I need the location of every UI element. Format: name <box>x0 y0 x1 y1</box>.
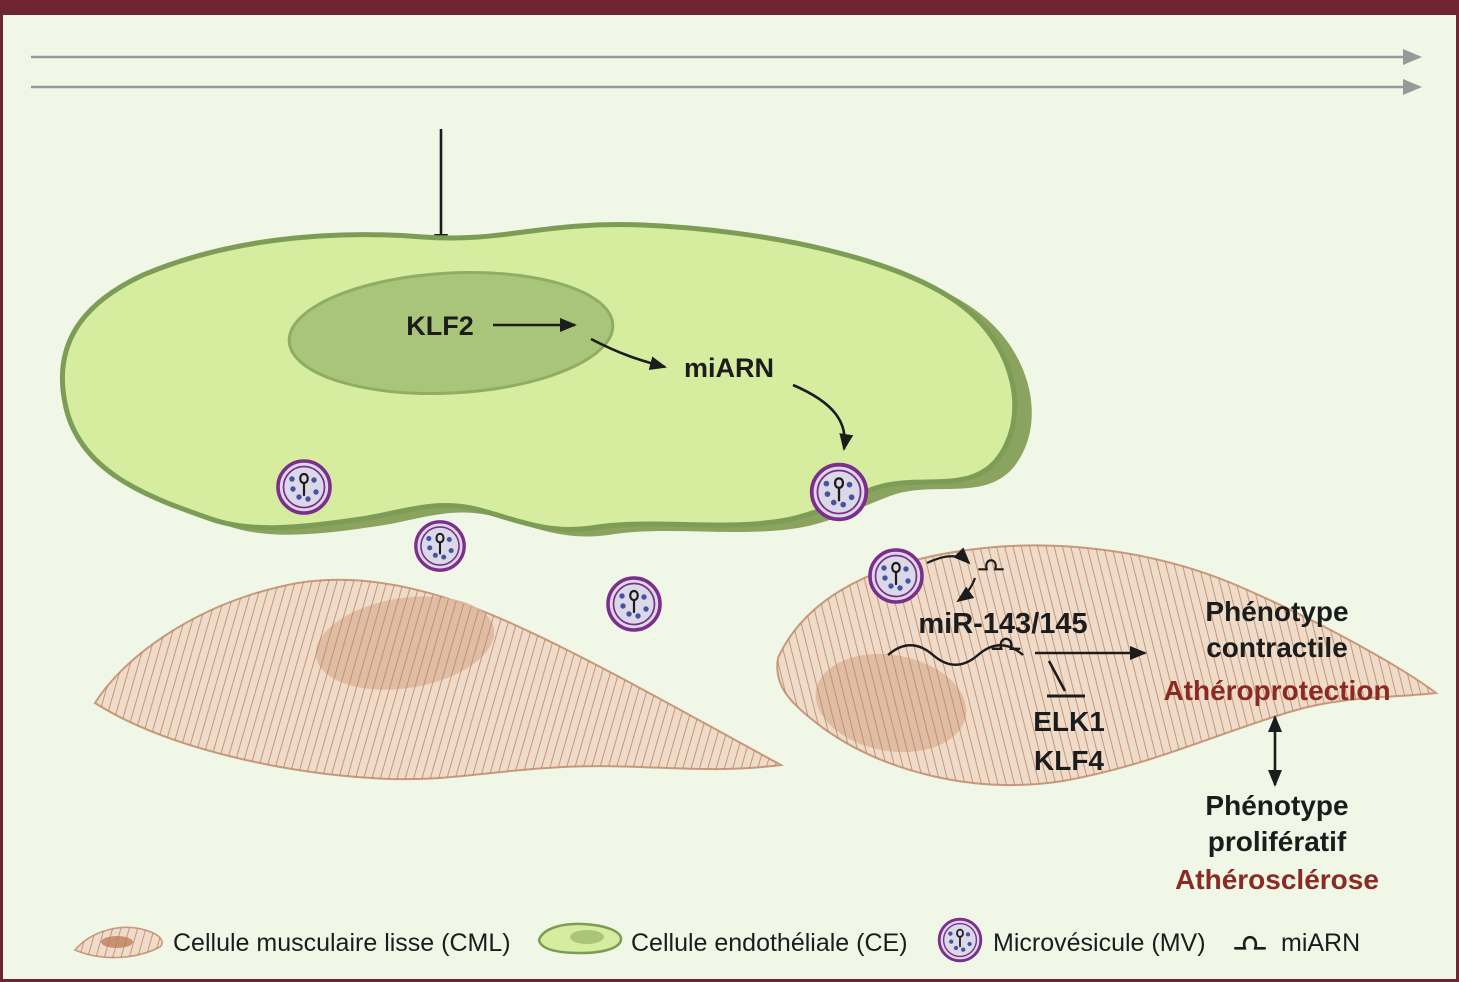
top-rule <box>3 3 1456 15</box>
microvesicle-icon <box>276 459 332 515</box>
mir143-label: miR-143/145 <box>918 608 1087 640</box>
phenotype-proliferatif-line1: Phénotype <box>1205 790 1348 821</box>
smooth-muscle-cell-left <box>93 578 785 781</box>
legend-cml-label: Cellule musculaire lisse (CML) <box>173 929 511 957</box>
mirna-down-arrow <box>956 577 977 603</box>
smooth-muscle-cell-right <box>776 544 1439 786</box>
elk1-label: ELK1 <box>1033 706 1105 737</box>
legend-mv-label: Microvésicule (MV) <box>993 929 1206 957</box>
atheroprotection-label: Athéroprotection <box>1163 675 1390 706</box>
smooth-muscle-cell-icon <box>73 926 163 959</box>
diagram-svg: KLF2 miARN miR-143/145 Phénotype contrac… <box>3 3 1456 963</box>
klf4-label: KLF4 <box>1034 745 1104 776</box>
microvesicle-icon <box>937 917 983 963</box>
microvesicle-icon <box>868 548 924 604</box>
microvesicle-icon <box>606 576 662 632</box>
smc-left-hatching <box>95 579 781 780</box>
smc-right-hatching <box>777 545 1436 785</box>
vesicle-release-arrow <box>926 547 971 565</box>
endothelial-nucleus <box>287 270 615 396</box>
endothelial-cell-icon <box>537 922 623 955</box>
endothelial-cell <box>59 222 1032 537</box>
atherosclerose-label: Athérosclérose <box>1175 864 1379 895</box>
phenotype-contractile-line1: Phénotype <box>1205 596 1348 627</box>
legend: Cellule musculaire lisse (CML) Cellule e… <box>73 917 1360 963</box>
nucleus-to-miarn-arrow <box>590 337 667 371</box>
microvesicle-icon <box>809 462 869 522</box>
inhibition-tbar <box>1047 660 1085 698</box>
miarn-to-vesicle-arrow <box>792 383 854 451</box>
mirna-hairpin-icon <box>1233 935 1267 950</box>
phenotype-contractile-line2: contractile <box>1206 632 1348 663</box>
klf2-label: KLF2 <box>406 311 474 341</box>
legend-ce-label: Cellule endothéliale (CE) <box>631 929 908 957</box>
legend-miarn-label: miARN <box>1281 929 1360 957</box>
miarn-label: miARN <box>684 353 774 383</box>
microvesicle-icon <box>414 520 466 572</box>
phenotype-proliferatif-line2: prolifératif <box>1208 826 1347 857</box>
